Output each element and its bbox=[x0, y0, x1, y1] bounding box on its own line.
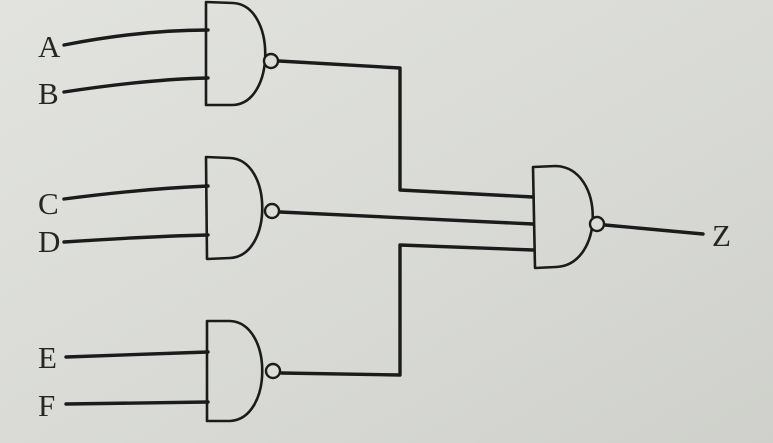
wire-input-d bbox=[62, 233, 210, 244]
input-label-a: A bbox=[38, 29, 61, 64]
wire-input-e bbox=[64, 350, 210, 359]
wire-gate1-to-output bbox=[277, 59, 535, 199]
input-label-d: D bbox=[38, 224, 60, 259]
input-label-e: E bbox=[38, 340, 57, 375]
wire-input-c bbox=[62, 184, 210, 201]
inverter-bubble bbox=[588, 215, 606, 233]
wire-input-f bbox=[64, 400, 210, 406]
inverter-bubble bbox=[263, 202, 281, 220]
wire-output-z bbox=[603, 223, 705, 236]
input-label-b: B bbox=[38, 76, 59, 111]
wire-input-a bbox=[62, 28, 210, 47]
output-label-z: Z bbox=[712, 218, 731, 253]
nand-gate-cd bbox=[204, 155, 281, 261]
nand-gate-ef bbox=[205, 319, 282, 423]
wire-gate3-to-output bbox=[279, 243, 535, 377]
inverter-bubble bbox=[262, 52, 280, 70]
input-label-c: C bbox=[38, 186, 59, 221]
wire-gate2-to-output bbox=[278, 210, 535, 226]
inverter-bubble bbox=[264, 362, 282, 380]
input-label-f: F bbox=[38, 388, 55, 423]
wire-input-b bbox=[62, 76, 210, 94]
